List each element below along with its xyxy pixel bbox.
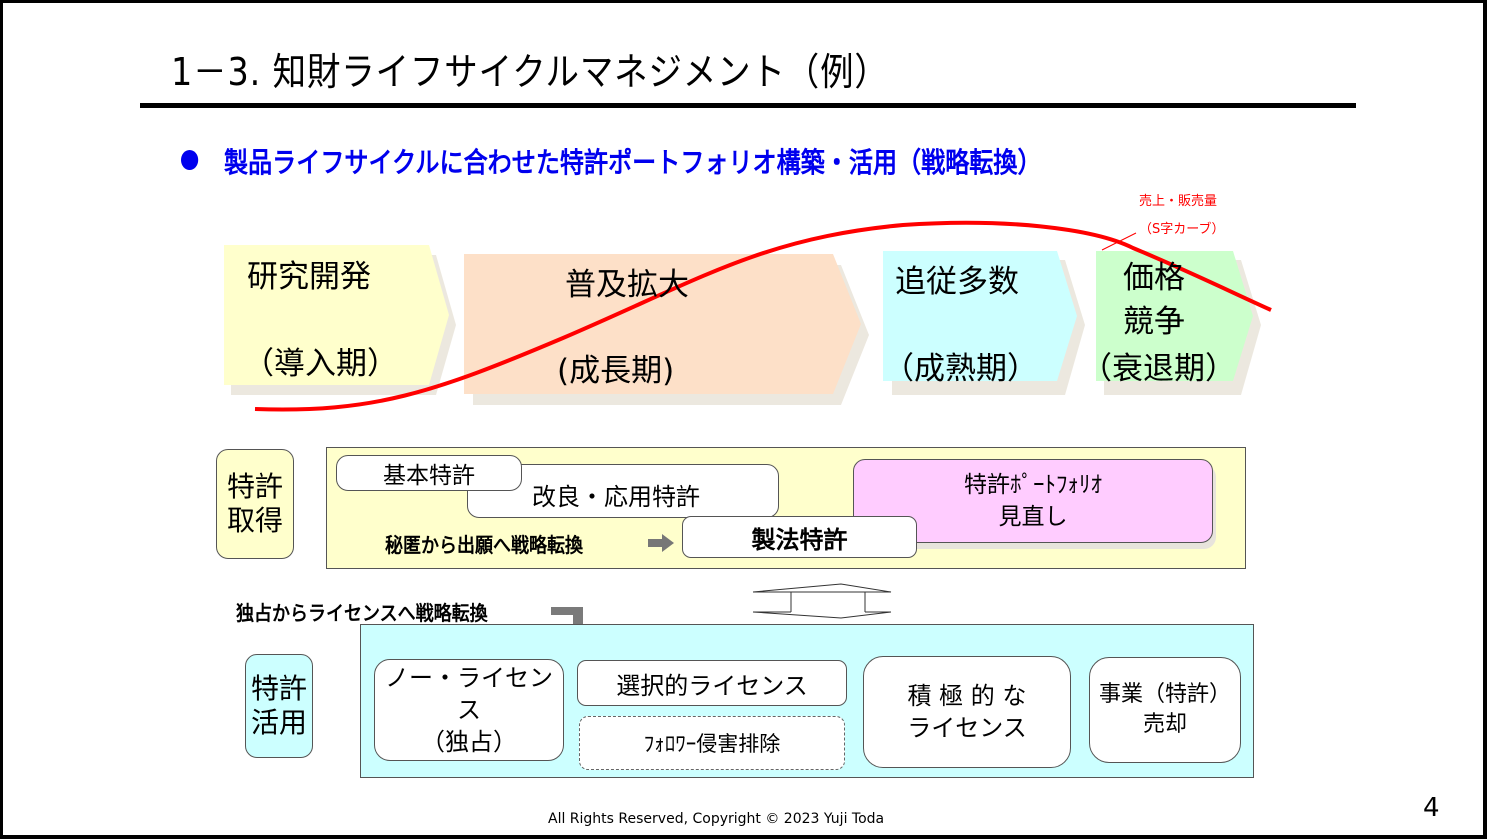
business-sale-box: 事業（特許） 売却: [1089, 657, 1241, 763]
page-number: 4: [1423, 793, 1440, 823]
stage-research-period: （導入期）: [243, 346, 398, 382]
secrecy-to-filing-note: 秘匿から出願へ戦略転換: [385, 533, 583, 557]
exclusivity-to-license-note: 独占からライセンスへ戦略転換: [236, 601, 488, 625]
slide-subtitle: 製品ライフサイクルに合わせた特許ポートフォリオ構築・活用（戦略転換）: [181, 141, 1042, 181]
title-divider: [140, 103, 1356, 108]
stage-growth: [464, 254, 861, 394]
no-license-box: ノー・ライセンス （独占）: [374, 659, 564, 761]
curve-label-scurve: （S字カーブ）: [1139, 222, 1225, 237]
process-patent-box: 製法特許: [682, 516, 917, 558]
arrow-right-icon: [648, 534, 674, 552]
s-curve: [254, 220, 1272, 412]
curve-label-sales: 売上・販売量: [1139, 194, 1218, 209]
stage-maturity-name: 追従多数: [895, 264, 1019, 300]
slide-title: 1－3. 知財ライフサイクルマネジメント（例）: [171, 50, 889, 94]
stage-growth-period: (成長期): [557, 353, 675, 389]
improvement-patent-box: 改良・応用特許: [467, 464, 779, 518]
stage-maturity: [883, 251, 1077, 381]
copyright-footer: All Rights Reserved, Copyright © 2023 Yu…: [548, 811, 885, 827]
acquisition-label: 特許 取得: [216, 449, 294, 559]
follower-exclusion-box: ﾌｫﾛﾜｰ侵害排除: [579, 716, 845, 770]
stage-chevrons: [224, 220, 1272, 412]
selective-license-box: 選択的ライセンス: [577, 660, 847, 706]
slide: 1－3. 知財ライフサイクルマネジメント（例） 製品ライフサイクルに合わせた特許…: [3, 3, 1483, 835]
active-license-box: 積 極 的 な ライセンス: [863, 656, 1071, 768]
bullet-icon: [181, 150, 199, 170]
stage-maturity-period: （成熟期）: [883, 351, 1038, 387]
stage-growth-name: 普及拡大: [565, 267, 689, 303]
stage-decline-name: 価格 競争: [1123, 260, 1185, 340]
subtitle-text: 製品ライフサイクルに合わせた特許ポートフォリオ構築・活用（戦略転換）: [224, 146, 1042, 179]
stage-research-name: 研究開発: [247, 259, 371, 295]
stage-research: [224, 245, 449, 385]
stage-decline-period: （衰退期）: [1081, 351, 1236, 387]
basic-patent-box: 基本特許: [336, 455, 522, 491]
utilization-label: 特許 活用: [245, 654, 313, 758]
double-arrow-icon: [752, 583, 892, 619]
